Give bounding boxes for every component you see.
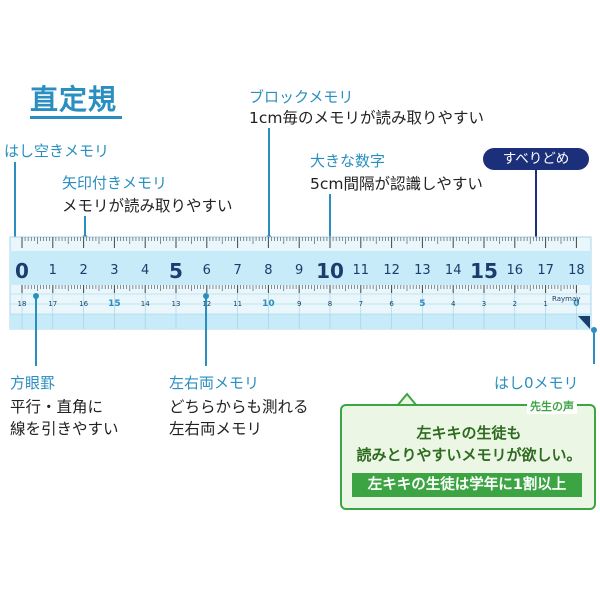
callout-block-desc: 1cm毎のメモリが読み取りやすい (249, 109, 484, 127)
leader-dot (203, 293, 209, 299)
leader-dot (591, 327, 597, 333)
callout-arrow-desc: メモリが読み取りやすい (62, 197, 233, 215)
ruler-bottom-band (10, 314, 591, 329)
top-number-label: 13 (414, 263, 431, 278)
page-title: 直定規 (30, 83, 118, 116)
bottom-number-label: 9 (297, 300, 301, 308)
leader-line (593, 330, 595, 364)
top-number-label: 6 (203, 263, 211, 278)
callout-arrow-label: 矢印付きメモリ (62, 174, 168, 192)
top-number-label: 1 (49, 263, 57, 278)
brand-label: Raymay (552, 295, 580, 303)
callout-grid-desc1: 平行・直角に (10, 398, 104, 416)
callout-grid-label: 方眼罫 (10, 374, 56, 392)
bottom-number-label: 2 (513, 300, 517, 308)
top-number-label: 7 (233, 263, 241, 278)
bottom-number-label: 8 (328, 300, 332, 308)
bottom-number-label: 7 (359, 300, 363, 308)
top-number-label: 11 (353, 263, 370, 278)
top-number-label: 16 (507, 263, 524, 278)
top-number-label: 9 (295, 263, 303, 278)
anti-slip-badge: すべりどめ (483, 148, 589, 170)
leader-line (329, 194, 331, 240)
corner-mark (578, 316, 590, 329)
callout-edge-zero-label: はし0メモリ (494, 374, 579, 392)
callout-both-sides-desc1: どちらからも測れる (169, 398, 309, 416)
top-number-label: 15 (470, 259, 498, 283)
top-number-label: 17 (537, 263, 554, 278)
top-number-label: 8 (264, 263, 272, 278)
top-number-label: 18 (568, 263, 585, 278)
ruler-number-band (10, 251, 591, 285)
callout-both-sides-label: 左右両メモリ (169, 374, 260, 392)
callout-big-numbers-label: 大きな数字 (310, 152, 386, 170)
title-underline (30, 116, 122, 119)
teacher-voice-highlight: 左キキの生徒は学年に1割以上 (352, 473, 582, 497)
bottom-number-label: 17 (48, 300, 57, 308)
callout-edge-gap-label: はし空きメモリ (4, 142, 110, 160)
callout-grid-desc2: 線を引きやすい (10, 420, 119, 438)
bottom-number-label: 6 (389, 300, 394, 308)
teacher-voice-tag: 先生の声 (527, 398, 577, 414)
mid-ticks (21, 285, 577, 293)
top-ticks (21, 237, 577, 248)
leader-dot (33, 293, 39, 299)
leader-line (14, 162, 16, 240)
bottom-number-label: 13 (172, 300, 181, 308)
bottom-number-label: 18 (18, 300, 27, 308)
leader-line (35, 296, 37, 366)
bottom-number-label: 5 (419, 299, 425, 309)
callout-block-label: ブロックメモリ (249, 88, 354, 106)
callout-big-numbers-desc: 5cm間隔が認識しやすい (310, 175, 483, 193)
bottom-number-label: 14 (141, 300, 150, 308)
bottom-number-label: 16 (79, 300, 88, 308)
leader-line (84, 216, 86, 238)
bottom-number-label: 0 (573, 299, 579, 309)
top-number-label: 10 (316, 259, 344, 283)
top-number-label: 4 (141, 263, 149, 278)
top-number-label: 0 (15, 259, 29, 283)
bottom-number-label: 11 (233, 300, 242, 308)
callout-both-sides-desc2: 左右両メモリ (169, 420, 263, 438)
top-number-label: 12 (383, 263, 400, 278)
top-number-label: 5 (169, 259, 183, 283)
teacher-voice-line1: 左キキの生徒も (416, 424, 522, 442)
leader-line (205, 296, 207, 366)
bottom-number-label: 3 (482, 300, 486, 308)
bottom-number-label: 1 (543, 300, 547, 308)
bottom-number-label: 15 (108, 299, 121, 309)
leader-line (268, 128, 270, 238)
speech-pointer (396, 392, 418, 407)
top-number-label: 14 (445, 263, 462, 278)
teacher-voice-line2: 読みとりやすいメモリが欲しい。 (356, 446, 582, 464)
top-number-label: 2 (79, 263, 87, 278)
bottom-number-label: 10 (262, 299, 275, 309)
leader-line (535, 170, 537, 248)
top-number-label: 3 (110, 263, 118, 278)
bottom-number-label: 4 (451, 300, 456, 308)
